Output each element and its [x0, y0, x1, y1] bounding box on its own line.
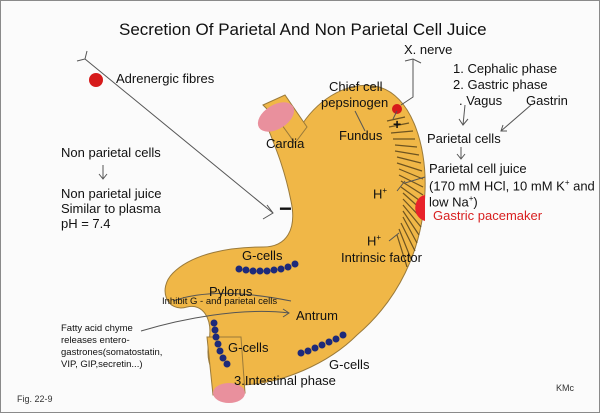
non-parietal-cells-label: Non parietal cells	[61, 145, 161, 160]
parietal-juice-line3: low Na+)	[429, 194, 478, 210]
intrinsic-factor-label: Intrinsic factor	[341, 250, 422, 265]
chief-cell-label: Chief cell	[329, 79, 383, 94]
fatty-acid-line4: VIP, GIP,secretin...)	[61, 359, 143, 370]
gastrin-label: Gastrin	[526, 93, 568, 108]
inhibit-label: Inhibit G - and parietal cells	[162, 296, 278, 307]
minus-sign: −	[279, 196, 292, 221]
plus-sign: +	[393, 116, 402, 132]
g-cell-dots	[210, 260, 347, 368]
non-parietal-juice-label: Non parietal juice	[61, 186, 162, 201]
h-plus-upper: H+	[373, 186, 388, 202]
g-cells-bottom-label: G-cells	[329, 357, 370, 372]
pylorus-label: Pylorus	[209, 284, 253, 299]
esophagus-opening	[257, 102, 295, 132]
x-nerve-dot	[392, 104, 402, 114]
adrenergic-fibres-label: Adrenergic fibres	[116, 71, 215, 86]
fatty-acid-line3: gastrones(somatostatin,	[61, 347, 163, 358]
gastric-pacemaker-label: Gastric pacemaker	[433, 208, 543, 223]
parietal-juice-line1: Parietal cell juice	[429, 161, 527, 176]
cephalic-phase-label: 1. Cephalic phase	[453, 61, 558, 76]
h-plus-lower: H+	[367, 233, 382, 249]
duodenum-opening	[213, 383, 245, 403]
parietal-cells-label: Parietal cells	[427, 131, 501, 146]
fundus-label: Fundus	[339, 128, 383, 143]
gastric-pacemaker-marker	[415, 195, 425, 221]
g-cells-left-label: G-cells	[228, 340, 269, 355]
diagram-title: Secretion Of Parietal And Non Parietal C…	[119, 20, 487, 39]
figure-number: Fig. 22-9	[17, 394, 53, 404]
author-initials: KMc	[556, 383, 574, 393]
g-cells-top-label: G-cells	[242, 248, 283, 263]
connector-lines	[76, 50, 532, 332]
intestinal-phase-label: 3.Intestinal phase	[234, 373, 336, 388]
parietal-juice-line2: (170 mM HCl, 10 mM K+ and	[429, 178, 595, 194]
vagus-label: . Vagus	[459, 93, 503, 108]
adrenergic-dot	[89, 73, 103, 87]
fatty-acid-line1: Fatty acid chyme	[61, 323, 133, 334]
parietal-cell-hatching	[386, 116, 424, 268]
fatty-acid-line2: releases entero-	[61, 335, 130, 346]
ph-label: pH = 7.4	[61, 216, 111, 231]
antrum-label: Antrum	[296, 308, 338, 323]
similar-plasma-label: Similar to plasma	[61, 201, 161, 216]
gastric-phase-label: 2. Gastric phase	[453, 77, 548, 92]
x-nerve-label: X. nerve	[404, 42, 453, 57]
cardia-label: Cardia	[266, 136, 305, 151]
pepsinogen-label: pepsinogen	[321, 95, 389, 110]
